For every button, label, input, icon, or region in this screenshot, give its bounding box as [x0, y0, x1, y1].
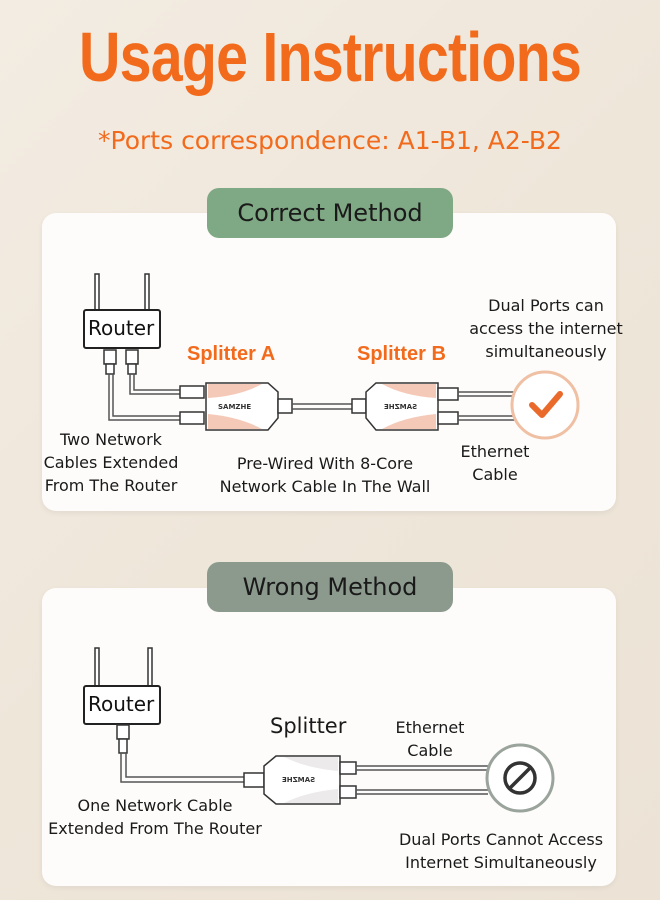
wrong-splitter-label: Splitter: [270, 714, 347, 738]
dual-ports-cannot-line1: Dual Ports Cannot Access: [398, 830, 604, 849]
wrong-ethernet-line2: Cable: [407, 741, 453, 760]
prohibited-icon: [485, 743, 555, 813]
correct-method-heading: Correct Method: [207, 188, 453, 238]
correct-ethernet-line2: Cable: [472, 465, 518, 484]
correct-ethernet-cables: [458, 391, 518, 421]
wrong-ethernet-cables: [356, 765, 488, 795]
two-cables-line3: From The Router: [44, 476, 178, 495]
correct-router-cables: [108, 374, 180, 421]
splitter-a: [205, 382, 293, 431]
splitter-a-label: Splitter A: [187, 343, 276, 365]
correct-ethernet-line1: Ethernet: [460, 442, 530, 461]
correct-router: [83, 273, 161, 375]
ports-correspondence-note: *Ports correspondence: A1-B1, A2-B2: [98, 126, 562, 155]
two-cables-line1: Two Network: [60, 430, 162, 449]
wrong-router-cable: [120, 753, 244, 783]
wrong-method-panel: [42, 588, 616, 886]
prewired-label: Pre-Wired With 8-Core Network Cable In T…: [205, 452, 445, 498]
dual-ports-can-label: Dual Ports can access the internet simul…: [456, 294, 636, 363]
prewired-line2: Network Cable In The Wall: [219, 477, 431, 496]
correct-ethernet-label: Ethernet Cable: [450, 440, 540, 486]
wrong-splitter-brand: SAMZHE: [282, 776, 316, 784]
two-cables-line2: Cables Extended: [43, 453, 179, 472]
correct-splitter-a-plugs: [179, 385, 205, 425]
wrong-ethernet-line1: Ethernet: [395, 718, 465, 737]
wrong-router-label: Router: [88, 692, 155, 716]
dual-ports-can-line1: Dual Ports can: [488, 296, 604, 315]
correct-router-label: Router: [88, 316, 155, 340]
wrong-router: [83, 647, 161, 754]
splitter-b-label: Splitter B: [357, 343, 446, 365]
wall-cable: [292, 403, 352, 410]
dual-ports-can-line3: simultaneously: [485, 342, 607, 361]
check-icon: [510, 370, 580, 440]
splitter-b: [351, 382, 459, 431]
wrong-splitter: [243, 755, 357, 805]
one-cable-line1: One Network Cable: [77, 796, 233, 815]
wrong-method-heading: Wrong Method: [207, 562, 453, 612]
splitter-a-brand: SAMZHE: [218, 403, 252, 411]
wrong-ethernet-label: Ethernet Cable: [385, 716, 475, 762]
two-cables-label: Two Network Cables Extended From The Rou…: [36, 428, 186, 497]
page-title: Usage Instructions: [79, 18, 582, 96]
dual-ports-can-line2: access the internet: [469, 319, 623, 338]
dual-ports-cannot-line2: Internet Simultaneously: [405, 853, 597, 872]
one-cable-label: One Network Cable Extended From The Rout…: [40, 794, 270, 840]
prewired-line1: Pre-Wired With 8-Core: [236, 454, 414, 473]
splitter-b-brand: SAMZHE: [384, 403, 418, 411]
one-cable-line2: Extended From The Router: [48, 819, 262, 838]
dual-ports-cannot-label: Dual Ports Cannot Access Internet Simult…: [388, 828, 614, 874]
